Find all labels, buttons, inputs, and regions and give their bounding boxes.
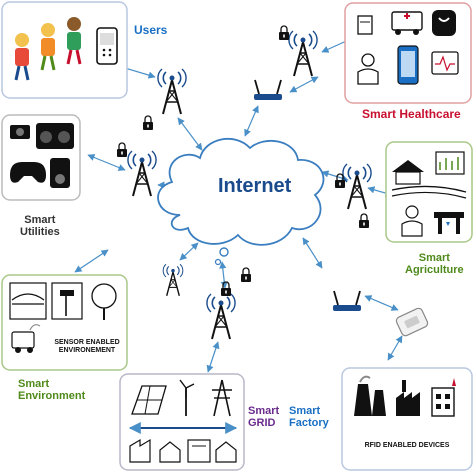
lock-icon — [358, 213, 370, 229]
router-icon — [253, 79, 283, 101]
healthcare-label: Smart Healthcare — [362, 107, 461, 121]
wearable-icon — [432, 10, 456, 36]
factory-box-illustration — [341, 367, 473, 471]
radio-icon — [36, 123, 74, 149]
farm-icon — [391, 160, 467, 199]
tower-icon — [341, 163, 373, 210]
factory-label-line2: Factory — [289, 417, 329, 429]
link-users-tower — [177, 117, 203, 151]
greenhouse-icon — [435, 151, 465, 175]
internet-cloud — [157, 138, 325, 266]
media-player-icon — [50, 158, 70, 188]
environment-caption-line1: SENSOR ENABLED — [54, 339, 120, 346]
building-icon — [187, 439, 211, 463]
factory-label-line1: Smart — [289, 405, 321, 417]
link-env-tower — [179, 242, 199, 261]
solar-panel-icon — [131, 385, 167, 415]
healthcare-box-illustration — [344, 2, 472, 104]
wind-turbine-icon — [179, 379, 195, 416]
tower-icon — [126, 150, 158, 197]
child-icon — [41, 23, 55, 37]
router-icon — [332, 290, 362, 312]
internet-label: Internet — [218, 175, 292, 197]
rfid-reader-icon — [395, 307, 429, 337]
environment-box-illustration — [1, 274, 128, 371]
weather-station-icon — [51, 282, 83, 320]
house-icon — [215, 441, 237, 463]
utilities-label: Smart Utilities — [20, 214, 60, 238]
irrigation-icon — [434, 212, 464, 234]
doctor-icon — [357, 53, 379, 85]
industrial-building-icon — [431, 378, 456, 417]
lock-icon — [116, 142, 128, 158]
lock-icon — [240, 267, 252, 283]
child-icon — [15, 33, 29, 47]
tower-icon — [287, 30, 319, 77]
link-grid-tower — [219, 261, 228, 289]
camera-icon — [10, 125, 30, 139]
link-factory — [387, 335, 403, 361]
agriculture-label: Smart Agriculture — [405, 252, 464, 276]
child-icon — [67, 17, 81, 31]
link-router-tower — [289, 76, 319, 93]
lock-icon — [142, 115, 154, 131]
link-router-bottom — [302, 237, 323, 269]
ambulance-icon — [391, 11, 423, 35]
farmer-icon — [401, 205, 423, 237]
utilities-label-line1: Smart — [24, 214, 56, 226]
factory-building-icon — [129, 438, 151, 463]
users-label: Users — [134, 23, 168, 37]
environment-label-line2: Environment — [18, 390, 86, 402]
agriculture-label-line2: Agriculture — [405, 264, 464, 276]
link-router-top — [244, 105, 259, 137]
factory-caption: RFID ENABLED DEVICES — [364, 442, 450, 449]
link-grid — [206, 341, 220, 373]
power-plant-icon — [354, 375, 386, 416]
utilities-label-line2: Utilities — [20, 226, 60, 238]
factory-label: Smart Factory — [289, 405, 329, 429]
link-environment — [74, 249, 109, 273]
phone-icon — [96, 27, 118, 65]
smartphone-icon — [397, 45, 419, 85]
utilities-box-illustration — [1, 114, 81, 201]
environment-label-line1: Smart — [18, 378, 50, 390]
gamepad-icon — [10, 162, 46, 183]
link-lines — [74, 37, 403, 373]
environment-caption-line2: ENVIRONEMENT — [58, 347, 116, 354]
house-icon — [159, 441, 181, 463]
grid-label-line1: Smart — [248, 405, 280, 417]
lock-icon — [278, 25, 290, 41]
link-rfid-reader — [364, 295, 399, 311]
tower-icon — [156, 68, 188, 115]
lock-icon — [334, 173, 346, 189]
grid-label-line2: GRID — [248, 417, 276, 429]
bridge-icon — [9, 282, 47, 320]
lock-icon — [220, 281, 232, 297]
truck-icon — [11, 324, 41, 353]
factory-icon — [396, 380, 420, 416]
grid-label: Smart GRID — [248, 405, 279, 429]
tower-icon — [205, 293, 237, 340]
tree-icon — [91, 283, 117, 320]
link-utilities — [87, 154, 126, 171]
users-box-illustration — [1, 1, 128, 99]
grid-box-illustration — [119, 373, 245, 471]
environment-label: Smart Environment — [18, 378, 85, 402]
agriculture-label-line1: Smart — [418, 252, 450, 264]
agriculture-box-illustration — [385, 141, 473, 243]
monitor-icon — [431, 51, 459, 75]
environment-caption: SENSOR ENABLED ENVIRONEMENT — [50, 339, 124, 355]
tower-icon — [162, 263, 184, 297]
sensor-icon — [357, 15, 373, 35]
pylon-icon — [212, 379, 232, 417]
